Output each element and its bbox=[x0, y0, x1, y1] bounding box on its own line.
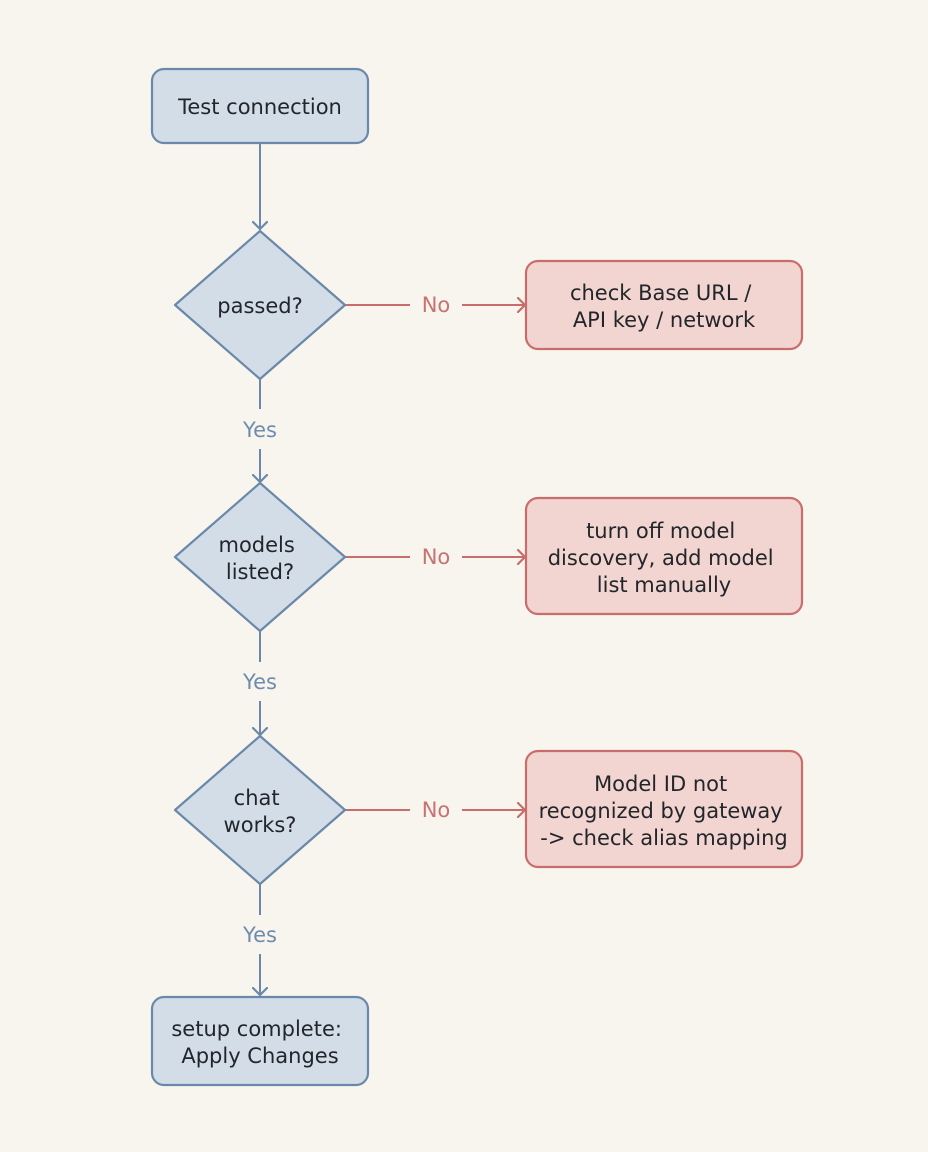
decision-models-listed-line-2: listed? bbox=[226, 560, 294, 584]
works-yes-label: Yes bbox=[242, 923, 277, 947]
decision-models-listed-diamond bbox=[173, 481, 347, 633]
error-node-connection: check Base URL / API key / network bbox=[524, 259, 804, 351]
error-models-line-1: turn off model bbox=[586, 519, 735, 543]
error-box-models bbox=[524, 496, 804, 616]
error-chat-line-1: Model ID not bbox=[594, 772, 727, 796]
error-box-chat bbox=[524, 749, 804, 869]
error-chat-line-3: -> check alias mapping bbox=[540, 826, 788, 850]
svg-text:check Base URL / API key: check Base URL / API key / network bbox=[570, 281, 758, 332]
svg-text:turn off model discovery: turn off model discovery, add model list… bbox=[548, 519, 781, 597]
error-node-chat: Model ID not recognized by gateway -> ch… bbox=[524, 749, 804, 869]
decision-passed-label: passed? bbox=[217, 294, 302, 318]
svg-text:Model ID not recognized: Model ID not recognized by gateway -> ch… bbox=[539, 772, 790, 850]
decision-chat-works-line-2: works? bbox=[224, 813, 297, 837]
decision-chat-works-line-1: chat bbox=[234, 786, 280, 810]
decision-chat-works-diamond bbox=[173, 734, 347, 886]
listed-yes-label: Yes bbox=[242, 670, 277, 694]
start-node: Test connection bbox=[150, 67, 370, 145]
start-label: Test connection bbox=[177, 95, 342, 119]
decision-models-listed: models listed? bbox=[173, 481, 347, 633]
error-box-connection bbox=[524, 259, 804, 351]
svg-text:models listed?: models listed? bbox=[218, 533, 301, 584]
error-models-line-2: discovery, add model bbox=[548, 546, 774, 570]
passed-no-label: No bbox=[422, 293, 451, 317]
decision-passed-diamond bbox=[173, 229, 347, 381]
error-connection-line-1: check Base URL / bbox=[570, 281, 752, 305]
error-chat-line-2: recognized by gateway bbox=[539, 799, 783, 823]
svg-text:setup complete: Apply Ch: setup complete: Apply Changes bbox=[171, 1017, 348, 1068]
end-line-1: setup complete: bbox=[171, 1017, 342, 1041]
error-models-line-3: list manually bbox=[597, 573, 731, 597]
listed-no-label: No bbox=[422, 545, 451, 569]
svg-text:chat works?: chat works? bbox=[224, 786, 297, 837]
error-connection-line-2: API key / network bbox=[573, 308, 756, 332]
decision-passed: passed? bbox=[173, 229, 347, 381]
decision-models-listed-line-1: models bbox=[218, 533, 294, 557]
svg-text:Test connection: Test connection bbox=[177, 95, 342, 119]
error-node-models: turn off model discovery, add model list… bbox=[524, 496, 804, 616]
svg-text:passed?: passed? bbox=[217, 294, 302, 318]
passed-yes-label: Yes bbox=[242, 418, 277, 442]
end-line-2: Apply Changes bbox=[181, 1044, 338, 1068]
start-box bbox=[150, 67, 370, 145]
end-box bbox=[150, 995, 370, 1087]
works-no-label: No bbox=[422, 798, 451, 822]
decision-chat-works: chat works? bbox=[173, 734, 347, 886]
end-node: setup complete: Apply Changes bbox=[150, 995, 370, 1087]
